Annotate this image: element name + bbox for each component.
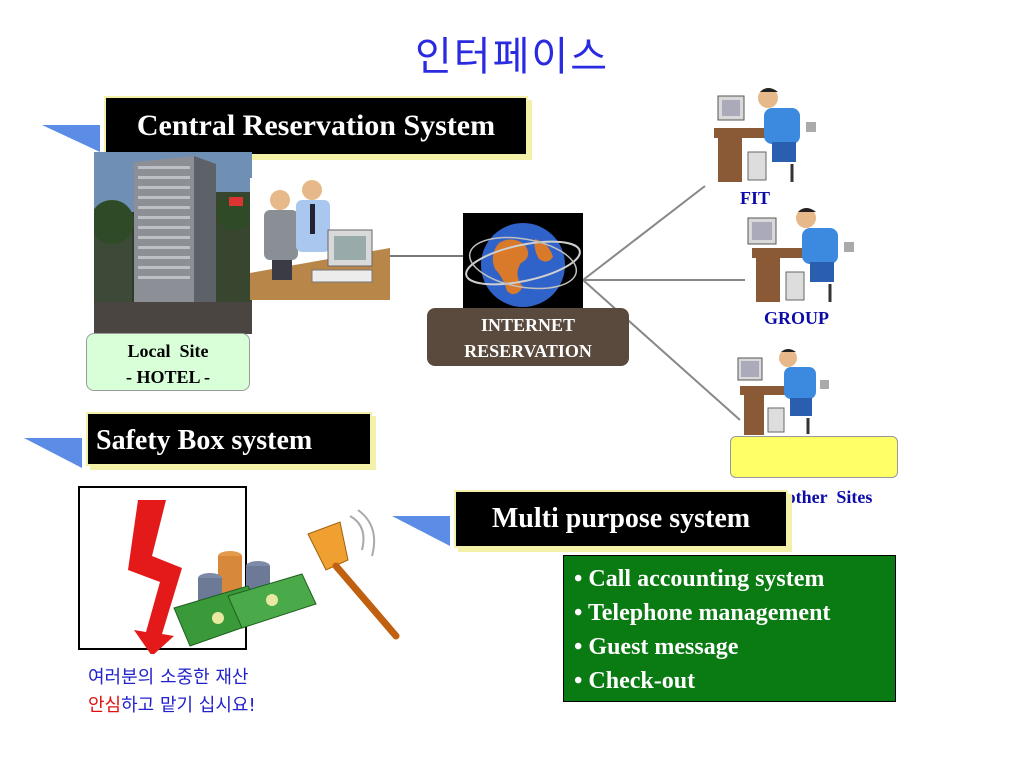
safety-message-line2: 안심하고 맡기 십시요! bbox=[88, 692, 256, 720]
globe-icon bbox=[463, 213, 583, 309]
multi-features-list: • Call accounting system • Telephone man… bbox=[563, 555, 896, 702]
wedge-crs bbox=[42, 125, 100, 152]
crs-label: Central Reservation System bbox=[104, 96, 528, 156]
wedge-multi bbox=[392, 516, 450, 546]
safety-message-line1: 여러분의 소중한 재산 bbox=[88, 667, 249, 688]
another-sites-box: Another Sites bbox=[730, 436, 898, 507]
multi-label: Multi purpose system bbox=[454, 490, 788, 548]
local-site-line1: Local Site bbox=[127, 341, 209, 361]
workstation-fit-image bbox=[714, 88, 816, 182]
workstation-another-image bbox=[737, 349, 829, 435]
list-item: • Telephone management bbox=[574, 600, 831, 626]
line-globe-another bbox=[582, 279, 741, 421]
internet-line2: RESERVATION bbox=[464, 341, 592, 361]
fit-label: FIT bbox=[740, 188, 771, 208]
list-item: • Check-out bbox=[574, 668, 696, 694]
page-title: 인터페이스 bbox=[415, 34, 609, 80]
crs-label-text: Central Reservation System bbox=[136, 109, 496, 142]
list-item: • Guest message bbox=[574, 634, 739, 660]
safety-label-text: Safety Box system bbox=[96, 425, 313, 456]
office-clerks-image bbox=[250, 178, 390, 300]
wedge-safety bbox=[24, 438, 82, 468]
safety-box-image bbox=[78, 486, 400, 654]
workstation-group-image bbox=[747, 208, 854, 302]
hotel-building-image bbox=[94, 152, 252, 334]
safety-message: 여러분의 소중한 재산 안심하고 맡기 십시요! bbox=[88, 664, 256, 720]
safety-label: Safety Box system bbox=[86, 412, 372, 466]
safety-message-red: 안심 bbox=[88, 695, 122, 716]
list-item: • Call accounting system bbox=[574, 566, 825, 592]
internet-line1: INTERNET bbox=[480, 315, 576, 335]
multi-label-text: Multi purpose system bbox=[491, 503, 751, 534]
group-label: GROUP bbox=[764, 308, 829, 328]
internet-reservation-box: INTERNET RESERVATION bbox=[427, 308, 629, 366]
line-globe-fit bbox=[582, 185, 706, 281]
local-site-box: Local Site - HOTEL - bbox=[86, 333, 250, 391]
local-site-line2: - HOTEL - bbox=[125, 367, 210, 387]
safety-message-rest: 하고 맡기 십시요! bbox=[121, 695, 256, 716]
